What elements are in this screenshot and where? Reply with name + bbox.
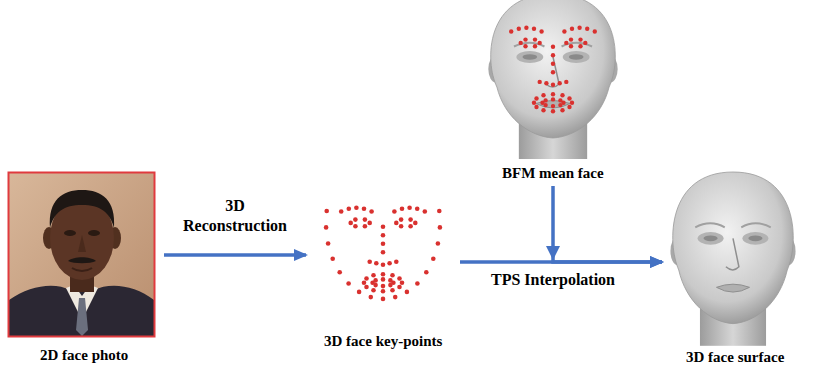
bfm-keypoint-dots bbox=[509, 26, 597, 114]
figure-node: 3D face key-points bbox=[308, 186, 458, 352]
bfm-head bbox=[488, 0, 617, 159]
figure-caption: 3D face surface bbox=[686, 348, 784, 366]
figure-node: 2D face photo bbox=[6, 168, 162, 366]
surface-head bbox=[670, 172, 795, 346]
figure-caption: 3D face key-points bbox=[324, 332, 442, 350]
figure-node: 3D face surface bbox=[664, 166, 806, 368]
face-photo bbox=[9, 173, 154, 336]
figure-caption: 2D face photo bbox=[40, 346, 128, 364]
figure-caption: BFM mean face bbox=[502, 164, 604, 182]
figure-node: BFM mean face bbox=[480, 0, 626, 184]
photo-frame bbox=[9, 173, 155, 337]
flow-arrow bbox=[553, 186, 662, 262]
keypoint-dots bbox=[324, 205, 442, 301]
edge-label: TPS Interpolation bbox=[491, 270, 615, 290]
flow-arrow bbox=[164, 253, 306, 257]
edge-label: 3D Reconstruction bbox=[176, 196, 294, 236]
